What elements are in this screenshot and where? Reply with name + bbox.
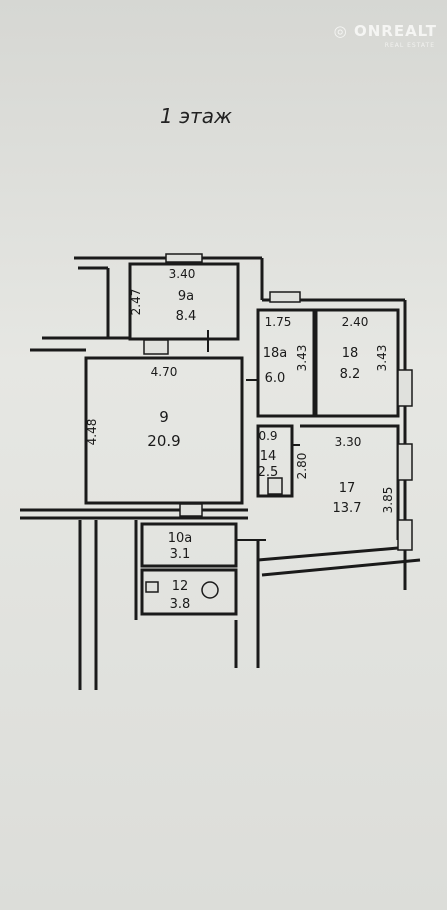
room-9-outline bbox=[84, 356, 244, 505]
room-10a-outline bbox=[140, 522, 238, 568]
room-area-17: 13.7 bbox=[333, 501, 362, 516]
watermark-icon: ◎ bbox=[333, 22, 348, 40]
room-id-18a: 18a bbox=[263, 346, 288, 361]
window bbox=[397, 369, 413, 407]
dim-label: 2.47 bbox=[129, 289, 143, 316]
toilet-icon bbox=[267, 477, 283, 495]
room-18a-outline bbox=[256, 308, 316, 418]
dim-label: 1.75 bbox=[265, 315, 292, 329]
room-id-10a: 10a bbox=[168, 531, 193, 546]
room-area-14: 2.5 bbox=[258, 465, 279, 480]
dim-label: 3.43 bbox=[295, 345, 309, 372]
dim-label: 4.70 bbox=[151, 365, 178, 379]
window bbox=[165, 253, 203, 263]
room-area-18a: 6.0 bbox=[265, 371, 286, 386]
dim-label: 4.48 bbox=[85, 419, 99, 446]
dim-label: 3.40 bbox=[169, 267, 196, 281]
window bbox=[269, 291, 301, 303]
room-area-18: 8.2 bbox=[340, 367, 361, 382]
window bbox=[397, 443, 413, 481]
dim-label: 3.30 bbox=[335, 435, 362, 449]
room-17-outline bbox=[300, 424, 400, 540]
room-12-outline bbox=[140, 568, 238, 616]
wall bbox=[261, 558, 421, 577]
washbasin-icon bbox=[201, 581, 219, 599]
floor-title: 1 этаж bbox=[160, 104, 232, 128]
room-18-outline bbox=[314, 308, 400, 418]
window bbox=[397, 519, 413, 551]
watermark-logo: ◎ ONREALT bbox=[334, 22, 437, 40]
room-area-12: 3.8 bbox=[170, 597, 191, 612]
room-area-9: 20.9 bbox=[147, 432, 180, 450]
room-14-outline bbox=[256, 424, 294, 498]
room-id-14: 14 bbox=[260, 449, 277, 464]
room-id-17: 17 bbox=[339, 481, 356, 496]
room-id-9a: 9a bbox=[178, 289, 194, 304]
door-threshold bbox=[179, 503, 203, 517]
room-id-12: 12 bbox=[172, 579, 189, 594]
room-id-18: 18 bbox=[342, 346, 359, 361]
watermark-subtitle: REAL ESTATE bbox=[384, 42, 435, 49]
room-id-9: 9 bbox=[159, 408, 169, 426]
dim-label: 2.80 bbox=[295, 453, 309, 480]
dim-label: 3.43 bbox=[375, 345, 389, 372]
door-threshold bbox=[143, 339, 169, 355]
wall bbox=[257, 546, 399, 562]
dim-label: 0.9 bbox=[258, 429, 277, 443]
room-area-9a: 8.4 bbox=[176, 309, 197, 324]
room-9a-outline bbox=[128, 262, 240, 341]
room-area-10a: 3.1 bbox=[170, 547, 191, 562]
watermark-text: ONREALT bbox=[353, 22, 437, 40]
dim-label: 3.85 bbox=[381, 487, 395, 514]
sink-icon bbox=[145, 581, 159, 593]
dim-label: 2.40 bbox=[342, 315, 369, 329]
